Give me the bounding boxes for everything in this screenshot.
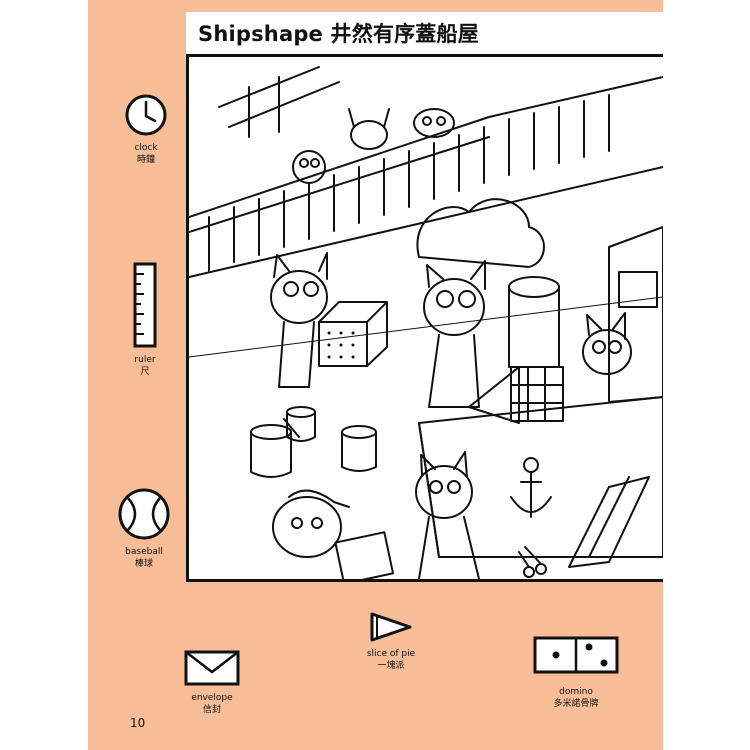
baseball-icon (118, 488, 170, 540)
clock-label-zh: 時鐘 (136, 155, 155, 165)
baseball-label: baseball (125, 547, 163, 557)
envelope-icon (184, 650, 240, 686)
pie-label-zh: 一塊派 (377, 661, 405, 671)
clock-label: clock (134, 143, 158, 153)
ruler-label: ruler (134, 355, 156, 365)
pie-slice-icon (370, 612, 412, 642)
clock-icon (125, 94, 167, 136)
domino-label-zh: 多米諾骨牌 (553, 699, 599, 709)
scene-illustration (189, 66, 663, 579)
hidden-item-envelope[interactable]: envelope 信封 (178, 648, 246, 716)
baseball-label-zh: 棒球 (134, 559, 153, 569)
title-bar: Shipshape 井然有序蓋船屋 (186, 12, 663, 54)
ruler-label-zh: 尺 (140, 367, 150, 377)
envelope-label: envelope (191, 693, 233, 703)
hidden-item-ruler[interactable]: ruler 尺 (120, 262, 170, 378)
envelope-label-zh: 信封 (202, 705, 221, 715)
hidden-picture-scene[interactable] (186, 54, 663, 582)
domino-label: domino (559, 687, 593, 697)
hidden-item-domino[interactable]: domino 多米諾骨牌 (528, 634, 624, 710)
pie-label: slice of pie (366, 649, 416, 659)
page-number: 10 (130, 716, 146, 730)
page-title: Shipshape 井然有序蓋船屋 (198, 22, 479, 46)
hidden-item-baseball[interactable]: baseball 棒球 (112, 486, 176, 570)
hidden-item-clock[interactable]: clock 時鐘 (116, 92, 176, 166)
hidden-item-pie[interactable]: slice of pie 一塊派 (356, 610, 426, 672)
ruler-icon (133, 262, 157, 348)
domino-icon (533, 636, 619, 674)
